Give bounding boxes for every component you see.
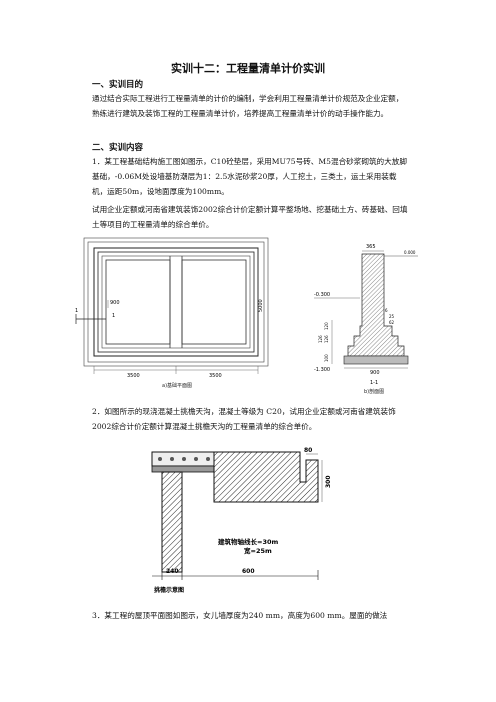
dim-100: 100 bbox=[324, 354, 329, 362]
section-label: 1-1 bbox=[370, 380, 378, 386]
axis-length-label: 建筑物轴线长=30m bbox=[217, 537, 278, 546]
width-label: 宽=25m bbox=[243, 546, 272, 555]
fig1-caption: a)基础平面图 bbox=[162, 382, 192, 389]
dim-600: 600 bbox=[242, 568, 255, 575]
section-mark-1b: 1 bbox=[112, 313, 115, 319]
dim-240: 240 bbox=[166, 568, 179, 575]
dim-900: 900 bbox=[110, 300, 120, 306]
dim-80: 80 bbox=[304, 447, 312, 454]
fig2-caption: b)剖面图 bbox=[364, 388, 384, 395]
dim-120: 120 bbox=[324, 322, 329, 330]
dim-62: 62 bbox=[389, 320, 395, 325]
dim-minus-0300: -0.300 bbox=[314, 292, 330, 298]
dim-900: 900 bbox=[370, 370, 380, 376]
dim-3500-right: 3500 bbox=[209, 373, 222, 379]
foundation-plan-figure: 1 1 900 5000 3500 3500 a)基础平面图 bbox=[75, 237, 269, 389]
eave-gutter-figure: 80 300 建筑物轴线长=30m 宽=25m 240 600 挑檐示意图 bbox=[151, 447, 332, 594]
dim-6: 6 bbox=[385, 308, 388, 313]
item3-paragraph: 3．某工程的屋顶平面图如图示，女儿墙厚度为240 mm，高度为600 mm。屋面… bbox=[92, 611, 388, 620]
dim-3500-left: 3500 bbox=[127, 373, 140, 379]
item1b-paragraph: 试用企业定额或河南省建筑装饰2002综合计价定额计算平整场地、挖基础土方、砖基础… bbox=[92, 205, 408, 229]
item1-paragraph: 1．某工程基础结构施工图如图示，C10砼垫层，采用MU75号砖、M5混合砂浆砌筑… bbox=[92, 157, 407, 196]
dim-365: 365 bbox=[366, 244, 376, 250]
fig3-caption: 挑檐示意图 bbox=[154, 586, 184, 594]
dim-300: 300 bbox=[325, 475, 332, 488]
section-heading-purpose: 一、实训目的 bbox=[92, 80, 144, 90]
foundation-section-figure: 365 0.000 -0.300 6 25 62 120 126 126 100… bbox=[314, 244, 418, 395]
dim-minus-1300: -1.300 bbox=[314, 367, 330, 373]
dim-126b: 126 bbox=[318, 335, 323, 343]
page-title: 实训十二：工程量清单计价实训 bbox=[171, 62, 325, 75]
dim-126a: 126 bbox=[324, 335, 329, 343]
item2-paragraph: 2．如图所示的现浇混凝土挑檐天沟，混凝土等级为 C20，试用企业定额或河南省建筑… bbox=[92, 407, 396, 431]
dim-25: 25 bbox=[389, 314, 395, 319]
purpose-paragraph: 通过结合实际工程进行工程量清单的计价的编制，学会利用工程量清单计价规范及企业定额… bbox=[92, 94, 404, 118]
dim-5000: 5000 bbox=[258, 299, 264, 312]
dim-top: 0.000 bbox=[404, 250, 416, 255]
section-heading-content: 二、实训内容 bbox=[92, 143, 144, 153]
section-mark-1a: 1 bbox=[75, 308, 78, 314]
